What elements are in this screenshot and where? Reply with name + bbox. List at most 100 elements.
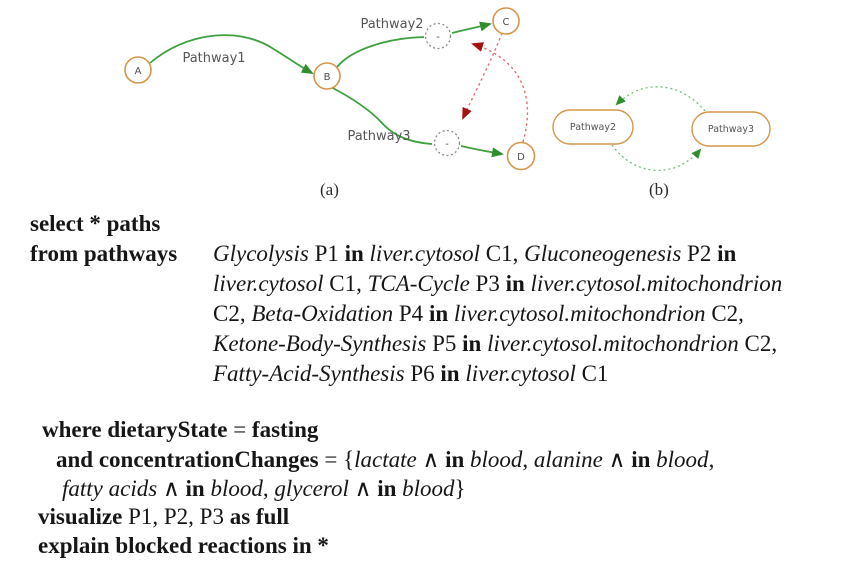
query-token: ,: [708, 447, 715, 472]
query-token: from pathways: [30, 241, 178, 266]
query-from-line: Ketone-Body-Synthesis P5 in liver.cytoso…: [213, 330, 777, 358]
interaction-edge-pathway2-to-pathway3: [611, 144, 702, 172]
query-visualize-line: visualize P1, P2, P3 as full: [38, 503, 289, 531]
query-token: Ketone-Body-Synthesis: [213, 331, 427, 356]
query-token: P3: [469, 271, 506, 296]
box-pathway2: [552, 109, 634, 145]
query-token: C2,: [705, 301, 744, 326]
query-token: C1,: [480, 241, 525, 266]
node-a-label: A: [135, 66, 142, 77]
query-from-line: Fatty-Acid-Synthesis P6 in liver.cytosol…: [213, 360, 608, 388]
query-token: C2,: [213, 301, 252, 326]
query-token: explain blocked reactions in *: [38, 533, 329, 558]
query-token: P4: [393, 301, 429, 326]
query-token: P5: [426, 331, 463, 356]
node-d: [506, 141, 536, 171]
query-token: lactate: [354, 447, 417, 472]
query-token: in: [440, 361, 460, 386]
node-c: [492, 7, 520, 35]
query-token: liver.cytosol: [369, 241, 481, 266]
query-set-continuation-line: fatty acids ∧ in blood, glycerol ∧ in bl…: [62, 475, 466, 503]
query-token: P2: [681, 241, 718, 266]
node-b: [313, 62, 341, 90]
query-token: as full: [229, 504, 290, 529]
query-token: P6: [404, 361, 441, 386]
query-token: C1: [575, 361, 609, 386]
query-from-line: C2, Beta-Oxidation P4 in liver.cytosol.m…: [213, 300, 744, 328]
query-token: ∧: [602, 447, 632, 472]
query-token: C1,: [323, 271, 368, 296]
blocked-edge-c-to-operator3: [462, 32, 503, 120]
query-token: glycerol: [274, 476, 349, 501]
node-a: [124, 56, 152, 84]
query-token: }: [454, 476, 466, 501]
query-token: ,: [262, 476, 275, 501]
query-explain-line: explain blocked reactions in *: [38, 532, 329, 560]
operator-node-label: -: [445, 139, 449, 150]
query-token: = {: [324, 447, 355, 472]
query-token: Fatty-Acid-Synthesis: [213, 361, 405, 386]
pathway-graph-figure: - - A B C D Pathway1 Pathway2 Pathway3 P…: [124, 7, 771, 172]
query-where-line: where dietaryState = fasting: [42, 416, 318, 444]
query-token: in: [505, 271, 525, 296]
subfigure-caption-b: (b): [649, 180, 669, 199]
edge-label-pathway2: Pathway2: [360, 17, 423, 32]
query-token: ∧: [416, 447, 446, 472]
query-token: ∧: [348, 476, 378, 501]
query-token: blood: [470, 447, 523, 472]
node-c-label: C: [503, 17, 510, 28]
query-from-line: liver.cytosol C1, TCA-Cycle P3 in liver.…: [213, 270, 782, 298]
query-token: ,: [522, 447, 534, 472]
box-pathway2-label: Pathway2: [570, 122, 616, 133]
query-token: liver.cytosol: [213, 271, 324, 296]
node-b-label: B: [324, 72, 331, 83]
query-token: in: [377, 476, 397, 501]
query-token: fatty acids: [62, 476, 158, 501]
query-from-keyword: from pathways: [30, 240, 177, 268]
query-token: liver.cytosol.mitochondrion: [487, 331, 739, 356]
query-token: P1: [308, 241, 345, 266]
query-token: in: [428, 301, 449, 326]
node-d-label: D: [517, 152, 525, 163]
box-pathway3: [691, 111, 771, 147]
query-token: Beta-Oxidation: [251, 301, 394, 326]
query-and-line: and concentrationChanges = {lactate ∧ in…: [56, 446, 714, 474]
subfigure-caption-a: (a): [320, 180, 339, 199]
query-token: blood: [656, 447, 709, 472]
query-token: where dietaryState: [42, 417, 234, 442]
edge-pathway3-b-to-operator: [330, 86, 433, 145]
query-token: blood: [402, 476, 455, 501]
query-token: and concentrationChanges: [56, 447, 325, 472]
query-token: ∧: [157, 476, 186, 501]
edge-label-pathway3: Pathway3: [347, 129, 410, 144]
query-select-line: select * paths: [30, 210, 160, 238]
query-token: select * paths: [30, 211, 161, 236]
query-token: visualize: [38, 504, 123, 529]
query-from-line: Glycolysis P1 in liver.cytosol C1, Gluco…: [213, 240, 736, 268]
edge-pathway2-b-to-operator: [336, 36, 425, 68]
query-token: liver.cytosol.mitochondrion: [530, 271, 783, 296]
query-token: TCA-Cycle: [367, 271, 470, 296]
query-token: C2,: [738, 331, 778, 356]
box-pathway3-label: Pathway3: [708, 124, 754, 135]
edge-operator-to-d: [460, 145, 504, 158]
query-token: alanine: [533, 447, 603, 472]
query-token: liver.cytosol.mitochondrion: [453, 301, 706, 326]
operator-node-pathway3: [433, 129, 461, 157]
query-token: blood: [210, 476, 263, 501]
query-token: in: [717, 241, 737, 266]
interaction-edge-pathway3-to-pathway2: [615, 86, 706, 112]
query-token: in: [462, 331, 482, 356]
operator-node-pathway2: [424, 22, 452, 50]
query-token: Gluconeogenesis: [524, 241, 682, 266]
query-token: in: [445, 447, 465, 472]
edge-operator-to-c: [451, 21, 492, 34]
query-token: Glycolysis: [213, 241, 309, 266]
edge-label-pathway1: Pathway1: [182, 51, 245, 66]
query-token: in: [344, 241, 364, 266]
query-token: liver.cytosol: [465, 361, 576, 386]
operator-node-label: -: [436, 32, 440, 43]
query-token: P1, P2, P3: [122, 504, 230, 529]
query-token: in: [185, 476, 205, 501]
